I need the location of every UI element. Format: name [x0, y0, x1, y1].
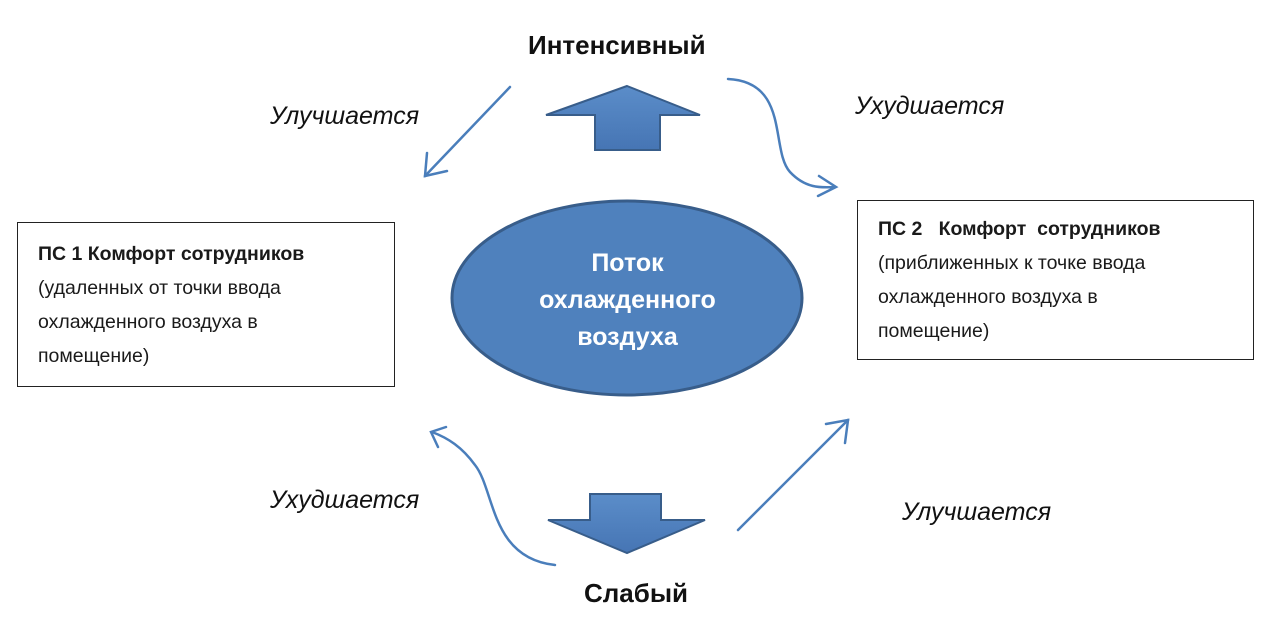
arrow-bottom-right [736, 418, 850, 532]
label-top-right-worsens: Ухудшается [855, 92, 1005, 120]
box-ps1-line-3: помещение) [38, 345, 150, 367]
top-label-intense: Интенсивный [528, 30, 706, 60]
label-bottom-right-improves: Улучшается [902, 498, 1052, 526]
box-ps1-line-2: охлажденного воздуха в [38, 311, 258, 333]
center-line-3: воздуха [577, 323, 678, 351]
down-block-arrow [547, 493, 706, 555]
box-ps1-line-1: (удаленных от точки ввода [38, 277, 281, 299]
box-ps2-line-3: помещение) [878, 320, 990, 342]
label-bottom-left-worsens: Ухудшается [270, 486, 420, 514]
arrow-bottom-left [429, 425, 557, 567]
up-block-arrow [545, 84, 701, 151]
box-ps2: ПС 2 Комфорт сотрудников (приближенных к… [857, 200, 1254, 360]
arrow-top-right [726, 77, 839, 198]
center-line-2: охлажденного [539, 286, 716, 314]
bottom-label-weak: Слабый [584, 578, 688, 608]
center-line-1: Поток [591, 249, 664, 277]
arrow-top-left [423, 85, 512, 178]
box-ps2-line-1: (приближенных к точке ввода [878, 252, 1146, 274]
label-top-left-improves: Улучшается [270, 102, 420, 130]
box-ps1: ПС 1 Комфорт сотрудников (удаленных от т… [17, 222, 395, 387]
center-ellipse [450, 199, 804, 397]
box-ps1-title: ПС 1 Комфорт сотрудников [38, 243, 305, 265]
box-ps2-title: ПС 2 Комфорт сотрудников [878, 218, 1161, 240]
center-ellipse-text: Поток охлажденного воздуха [455, 245, 800, 356]
box-ps2-line-2: охлажденного воздуха в [878, 286, 1098, 308]
